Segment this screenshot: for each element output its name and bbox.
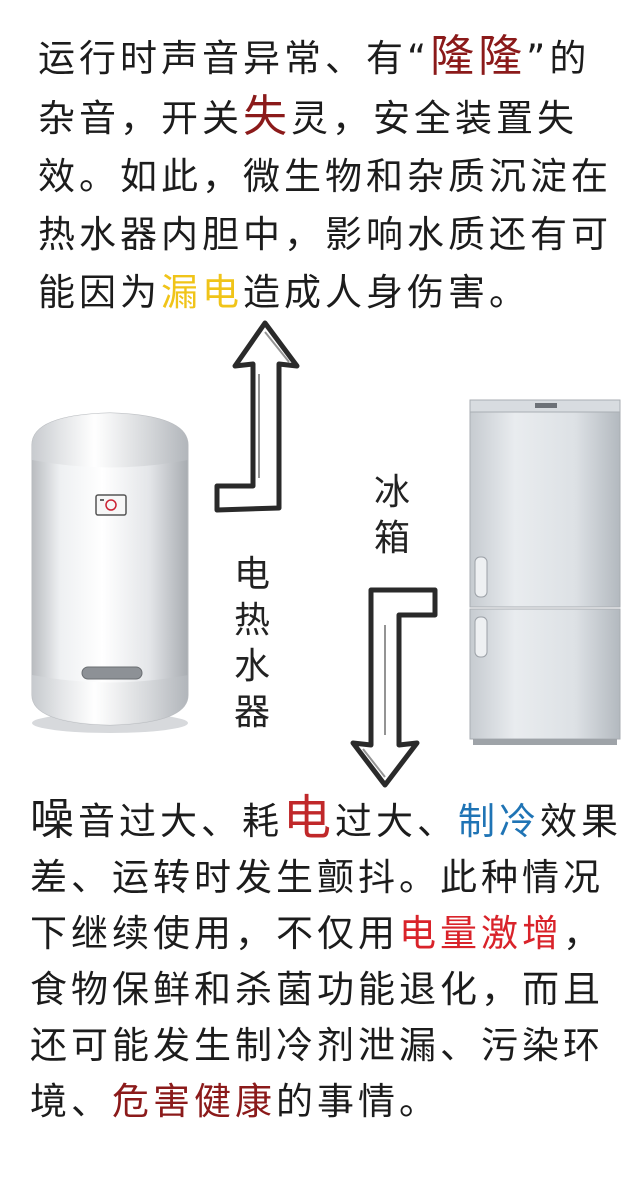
down-arrow-icon: [350, 587, 438, 788]
emphasis-longlong: 隆隆: [430, 31, 527, 82]
bottom-text-seg: ，食物保鲜和杀菌功能退化，而且还可能发生制冷剂泄漏、污染环境、: [30, 912, 604, 1123]
bottom-text-seg: 音过大、耗: [78, 800, 283, 843]
top-text-seg: 灵，安全装置失效。如此，微生物和杂质沉淀在热水器内胆中，影响水质还有可能因为: [38, 97, 612, 314]
emphasis-noise: 噪: [30, 794, 78, 845]
top-text-seg: 运行时声音异常、有“: [38, 37, 431, 80]
up-arrow-icon: [214, 320, 300, 513]
emphasis-power-surge: 电量激增: [399, 912, 563, 955]
emphasis-shi: 失: [243, 91, 291, 142]
refrigerator-illustration: [469, 399, 621, 745]
heater-label: 电热水器: [233, 554, 270, 733]
emphasis-leakage: 漏电: [161, 271, 243, 314]
emphasis-cooling: 制冷: [458, 800, 541, 843]
top-paragraph: 运行时声音异常、有“隆隆”的杂音，开关失灵，安全装置失效。如此，微生物和杂质沉淀…: [38, 28, 628, 322]
bottom-text-seg: 的事情。: [276, 1080, 440, 1123]
water-heater-illustration: [31, 412, 189, 733]
emphasis-electricity: 电: [283, 790, 336, 846]
bottom-text-seg: 过大、: [335, 800, 459, 843]
top-text-seg: 造成人身伤害。: [243, 271, 530, 314]
fridge-label: 冰箱: [373, 472, 410, 559]
emphasis-health-hazard: 危害健康: [112, 1080, 276, 1123]
top-text-seg: ”的杂音，开关: [38, 37, 591, 140]
bottom-text-seg: 效果差、运转时发生颤抖。此种情况下继续使用，不仅用: [30, 800, 623, 955]
bottom-paragraph: 噪音过大、耗电过大、制冷效果差、运转时发生颤抖。此种情况下继续使用，不仅用电量激…: [30, 790, 630, 1130]
